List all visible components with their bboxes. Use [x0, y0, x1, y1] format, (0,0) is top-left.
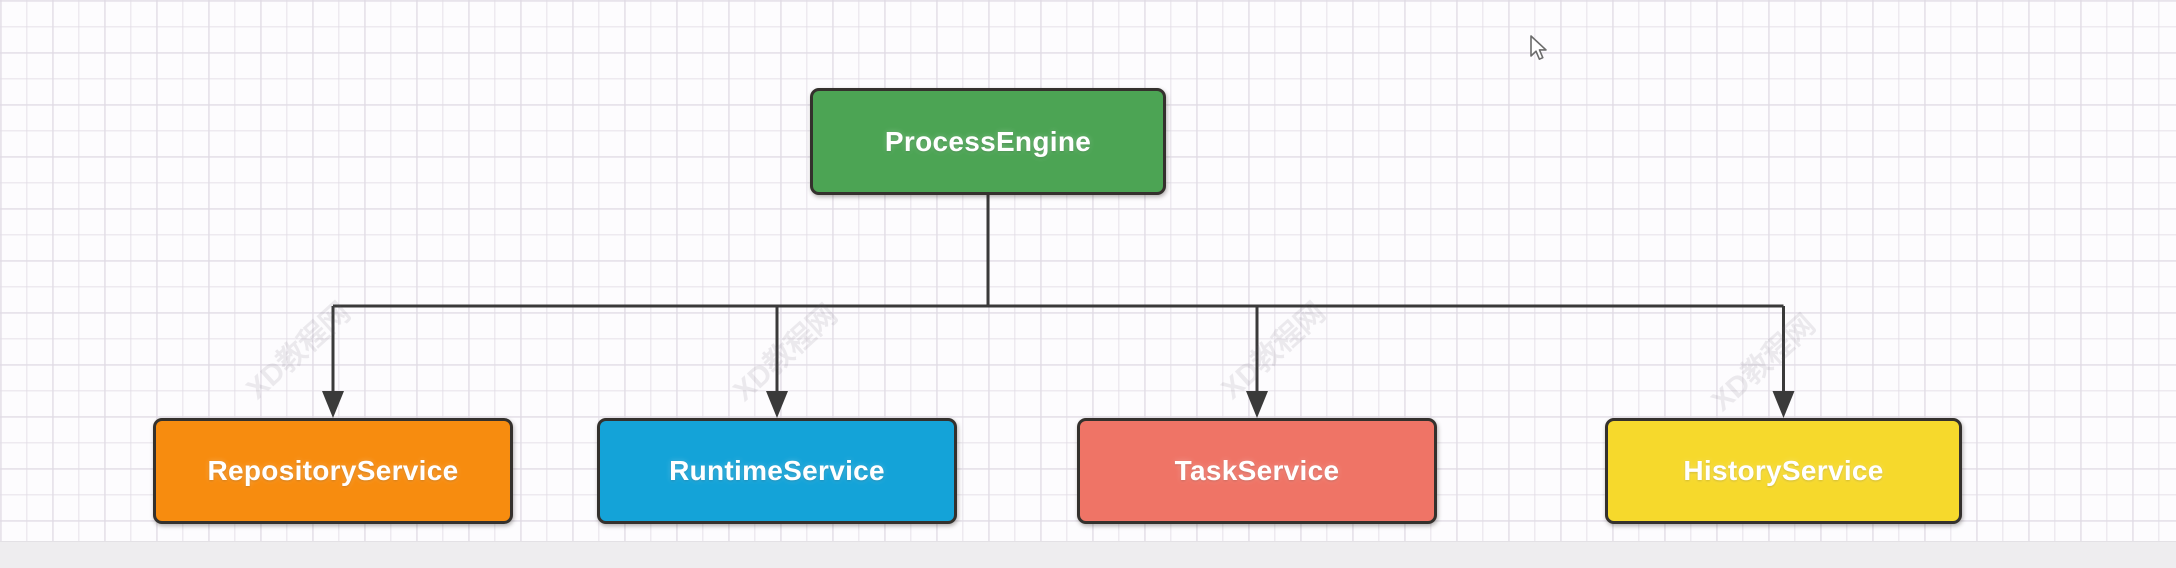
node-repository-service[interactable]: RepositoryService	[153, 418, 513, 524]
node-history-service-label: HistoryService	[1683, 455, 1884, 486]
node-task-service-label: TaskService	[1174, 455, 1340, 486]
node-process-engine-label: ProcessEngine	[884, 125, 1092, 157]
node-history-service[interactable]: HistoryService	[1605, 418, 1962, 524]
canvas-bottom-edge	[0, 541, 2176, 568]
node-repository-service-label: RepositoryService	[207, 455, 459, 486]
node-runtime-service[interactable]: RuntimeService	[597, 418, 957, 524]
node-runtime-service-label: RuntimeService	[669, 455, 885, 486]
node-task-service[interactable]: TaskService	[1077, 418, 1437, 524]
node-process-engine[interactable]: ProcessEngine	[810, 88, 1166, 195]
